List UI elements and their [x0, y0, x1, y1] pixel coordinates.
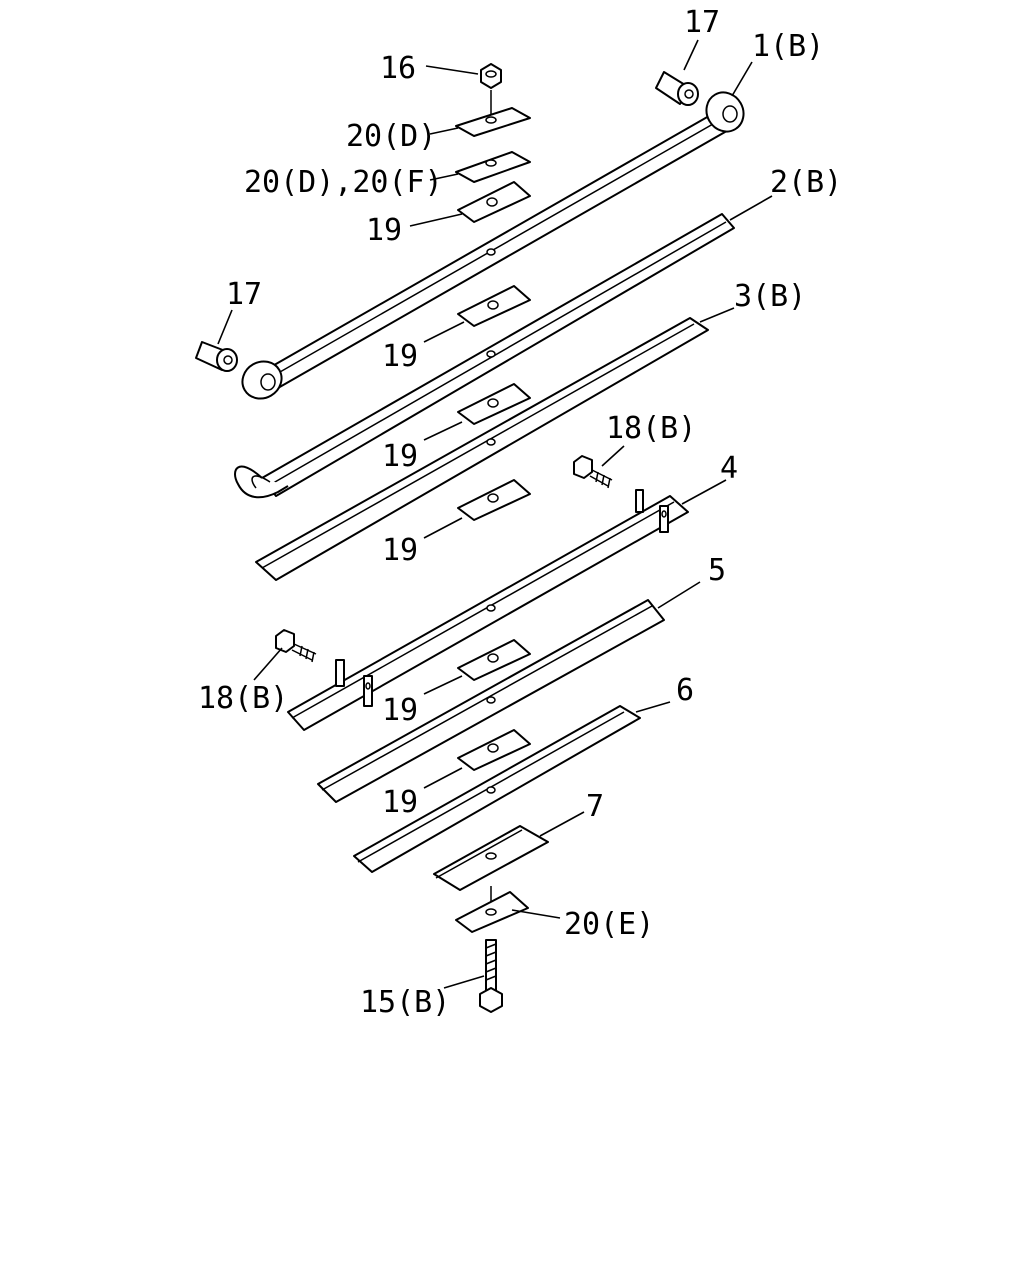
label-1b: 1(B) — [752, 29, 824, 64]
bushing-17-left — [195, 341, 238, 372]
label-4: 4 — [720, 451, 738, 486]
label-5: 5 — [708, 553, 726, 588]
label-17-left: 17 — [226, 277, 262, 312]
label-15b: 15(B) — [360, 985, 450, 1020]
label-20d-20f: 20(D),20(F) — [244, 165, 443, 200]
leaf-6 — [353, 705, 641, 873]
bolt-18b-right — [573, 455, 613, 489]
label-19-f: 19 — [382, 785, 418, 820]
leaf-2 — [234, 213, 735, 499]
leaf-5 — [317, 599, 665, 803]
label-16: 16 — [380, 51, 416, 86]
label-2b: 2(B) — [770, 165, 842, 200]
label-19-c: 19 — [382, 439, 418, 474]
label-19-a: 19 — [366, 213, 402, 248]
center-bolt-15b — [479, 939, 503, 1013]
leaf-4 — [287, 489, 689, 731]
label-3b: 3(B) — [734, 279, 806, 314]
bolt-18b-left — [275, 629, 317, 663]
bushing-17-top — [655, 71, 699, 106]
label-18b-right: 18(B) — [606, 411, 696, 446]
label-19-e: 19 — [382, 693, 418, 728]
label-20d: 20(D) — [346, 119, 436, 154]
leaf-3 — [255, 317, 709, 581]
label-6: 6 — [676, 673, 694, 708]
nut-16 — [480, 63, 502, 116]
label-7: 7 — [586, 789, 604, 824]
label-18b-left: 18(B) — [198, 681, 288, 716]
label-19-d: 19 — [382, 533, 418, 568]
callout-labels: 17 1(B) 16 20(D) 20(D),20(F) 19 2(B) 17 … — [198, 5, 842, 1020]
spacer-7 — [433, 825, 549, 891]
leaf-1 — [241, 91, 745, 400]
plate-20df — [455, 151, 531, 183]
label-17-top: 17 — [684, 5, 720, 40]
label-19-b: 19 — [382, 339, 418, 374]
label-20e: 20(E) — [564, 907, 654, 942]
leader-lines — [217, 39, 773, 989]
